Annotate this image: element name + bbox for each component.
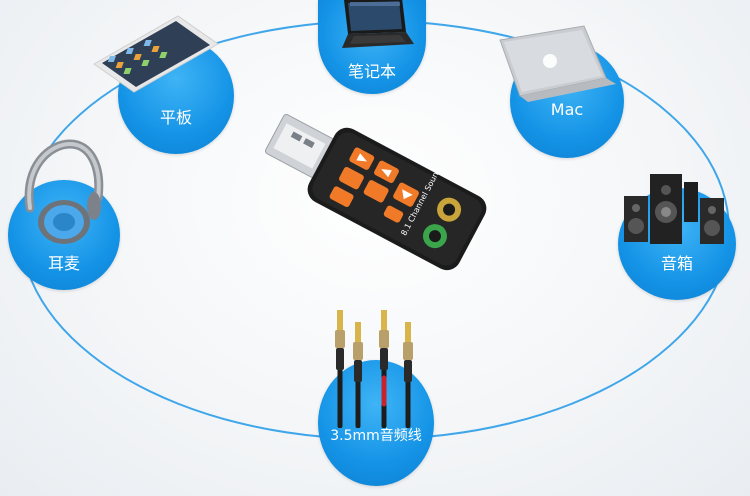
headphones-label: 耳麦: [47, 254, 80, 273]
tablet-icon: [93, 15, 219, 93]
cable-label: 3.5mm音频线: [330, 428, 422, 444]
speakers-label: 音箱: [660, 254, 693, 273]
laptop-icon: [342, 0, 414, 48]
macbook-icon: [499, 25, 616, 102]
headphones-icon: [24, 139, 104, 244]
usb-sound-card-icon: 8.1 Channel Sound: [264, 113, 487, 271]
cable-node: 3.5mm音频线: [318, 360, 434, 486]
tablet-label: 平板: [159, 108, 192, 127]
mac-label: Mac: [550, 100, 584, 119]
speakers-icon: [624, 174, 724, 244]
audio-cable-icon: [335, 310, 413, 428]
laptop-label: 笔记本: [347, 62, 396, 81]
laptop-node: 笔记本: [318, 0, 426, 94]
